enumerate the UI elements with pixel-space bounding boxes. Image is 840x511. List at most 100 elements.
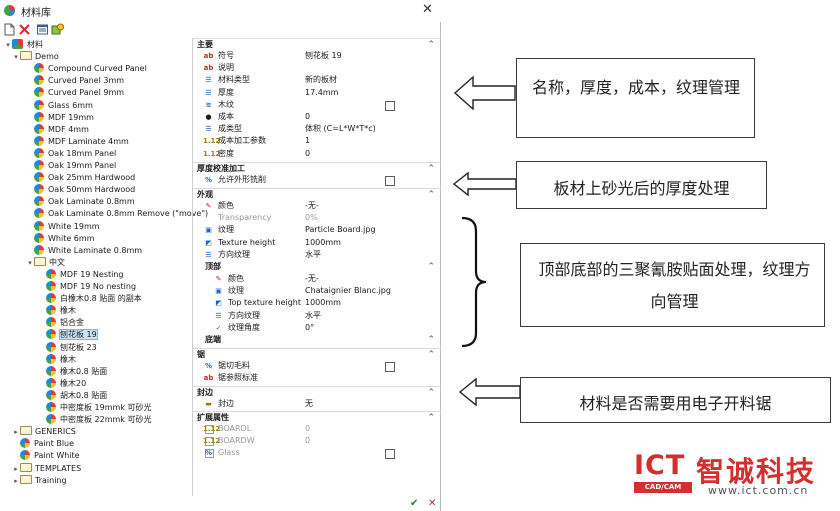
property-value[interactable]: 0 bbox=[305, 423, 311, 433]
tree-item[interactable]: Compound Curved Panel bbox=[26, 63, 147, 75]
properties-icon[interactable] bbox=[36, 23, 49, 36]
tree-item[interactable]: 橡木20 bbox=[38, 377, 86, 390]
property-checkbox[interactable] bbox=[385, 449, 395, 459]
property-value[interactable]: Chataignier Blanc.jpg bbox=[305, 286, 391, 296]
delete-icon[interactable] bbox=[18, 23, 31, 36]
property-row[interactable]: ☰方向纹理水平 bbox=[193, 249, 441, 261]
property-value[interactable]: 新的板材 bbox=[305, 75, 337, 85]
property-value[interactable]: 0° bbox=[305, 322, 315, 332]
section-thickness[interactable]: 厚度校准加工⌃ bbox=[193, 161, 441, 174]
tree-folder[interactable]: ▾Demo bbox=[12, 51, 59, 63]
property-row[interactable]: ☰方向纹理水平 bbox=[193, 310, 441, 322]
property-row[interactable]: ▬封边无 bbox=[193, 398, 441, 410]
tree-item[interactable]: 白橡木0.8 贴面 的副本 bbox=[38, 293, 142, 305]
property-row[interactable]: %锯切毛料 bbox=[193, 360, 441, 372]
material-settings-icon[interactable] bbox=[51, 23, 64, 36]
tree-item[interactable]: Oak 19mm Panel bbox=[26, 160, 116, 172]
property-value[interactable]: 水平 bbox=[305, 249, 321, 259]
property-row[interactable]: %Glass bbox=[193, 447, 441, 459]
property-value[interactable]: 1000mm bbox=[305, 298, 341, 308]
chevron-down-icon[interactable]: ▾ bbox=[28, 258, 32, 267]
property-row[interactable]: ☰成类型体积 (C=L*W*T*c) bbox=[193, 123, 441, 135]
section-appearance[interactable]: 外观⌃ bbox=[193, 188, 441, 200]
property-value[interactable]: 17.4mm bbox=[305, 87, 339, 97]
pane-splitter[interactable] bbox=[192, 38, 193, 496]
section-edge[interactable]: 封边⌃ bbox=[193, 386, 441, 398]
section-main[interactable]: 主要⌃ bbox=[193, 38, 441, 50]
tree-item[interactable]: White Laminate 0.8mm bbox=[26, 244, 142, 257]
new-document-icon[interactable] bbox=[3, 23, 16, 36]
chevron-right-icon[interactable]: ▸ bbox=[14, 476, 18, 485]
tree-item[interactable]: White 6mm bbox=[26, 232, 94, 245]
confirm-check-icon[interactable]: ✔ bbox=[410, 498, 419, 509]
tree-item[interactable]: Curved Panel 9mm bbox=[26, 87, 124, 99]
tree-item[interactable]: White 19mm bbox=[26, 220, 100, 233]
property-value[interactable]: 无 bbox=[305, 399, 313, 409]
property-value[interactable]: 体积 (C=L*W*T*c) bbox=[305, 124, 376, 134]
row-checkbox[interactable] bbox=[205, 436, 214, 446]
chevron-up-icon[interactable]: ⌃ bbox=[427, 350, 435, 360]
chevron-right-icon[interactable]: ▸ bbox=[14, 464, 18, 473]
tree-item[interactable]: Curved Panel 3mm bbox=[26, 75, 124, 87]
chevron-down-icon[interactable]: ▾ bbox=[6, 41, 10, 49]
property-value[interactable]: 1 bbox=[305, 136, 311, 146]
chevron-up-icon[interactable]: ⌃ bbox=[427, 412, 435, 423]
tree-folder[interactable]: ▸GENERICS bbox=[12, 426, 76, 438]
cancel-x-icon[interactable]: ✕ bbox=[428, 498, 437, 509]
tree-item[interactable]: 橡木0.8 贴面 bbox=[38, 365, 107, 378]
chevron-right-icon[interactable]: ▸ bbox=[14, 428, 18, 437]
property-value[interactable]: Particle Board.jpg bbox=[305, 225, 376, 235]
property-checkbox[interactable] bbox=[385, 362, 395, 372]
tree-item[interactable]: MDF 4mm bbox=[26, 123, 89, 136]
tree-item[interactable]: 铝合金 bbox=[38, 317, 84, 329]
tree-item[interactable]: Paint White bbox=[12, 450, 80, 462]
tree-folder[interactable]: ▸TEMPLATES bbox=[12, 462, 81, 475]
property-row[interactable]: ☰材料类型新的板材 bbox=[193, 74, 441, 86]
property-checkbox[interactable] bbox=[385, 100, 395, 111]
property-checkbox[interactable] bbox=[385, 175, 395, 186]
chevron-up-icon[interactable]: ⌃ bbox=[427, 40, 435, 50]
tree-item[interactable]: 刨花板 23 bbox=[38, 341, 97, 354]
tree-item[interactable]: Paint Blue bbox=[12, 438, 74, 450]
tree-folder[interactable]: ▾材料 bbox=[4, 39, 43, 51]
section-top[interactable]: 顶部⌃ bbox=[205, 261, 441, 273]
tree-item[interactable]: 橡木 bbox=[38, 305, 76, 317]
tree-item[interactable]: 橡木 bbox=[38, 353, 76, 366]
close-icon[interactable]: ✕ bbox=[422, 2, 433, 17]
tree-folder[interactable]: ▸Training bbox=[12, 474, 67, 487]
chevron-up-icon[interactable]: ⌃ bbox=[427, 163, 435, 174]
property-value[interactable]: 0% bbox=[305, 213, 318, 223]
row-checkbox[interactable] bbox=[205, 449, 214, 458]
property-value[interactable]: -无- bbox=[305, 201, 319, 210]
section-saw[interactable]: 锯⌃ bbox=[193, 348, 441, 360]
tree-item[interactable]: Oak Laminate 0.8mm Remove ("move") bbox=[26, 208, 208, 220]
tree-item[interactable]: MDF 19 Nesting bbox=[38, 268, 124, 281]
tree-folder[interactable]: ▾中文 bbox=[26, 256, 65, 269]
property-row[interactable]: ≋木纹 bbox=[193, 99, 441, 111]
chevron-up-icon[interactable]: ⌃ bbox=[427, 388, 435, 399]
section-bottom[interactable]: 底端⌃ bbox=[205, 334, 441, 346]
property-value[interactable]: 0 bbox=[305, 112, 311, 121]
tree-item[interactable]: Oak 18mm Panel bbox=[26, 147, 116, 160]
row-checkbox[interactable] bbox=[205, 424, 214, 434]
tree-item[interactable]: Oak Laminate 0.8mm bbox=[26, 196, 135, 208]
tree-item[interactable]: Oak 25mm Hardwood bbox=[26, 172, 135, 184]
property-value[interactable]: 0 bbox=[305, 435, 311, 445]
tree-item[interactable]: MDF 19 No nesting bbox=[38, 281, 136, 293]
property-row[interactable]: ✎颜色-无- bbox=[193, 200, 441, 212]
chevron-up-icon[interactable]: ⌃ bbox=[427, 190, 435, 200]
property-value[interactable]: -无- bbox=[305, 274, 319, 283]
tree-item[interactable]: Oak 50mm Hardwood bbox=[26, 184, 135, 196]
